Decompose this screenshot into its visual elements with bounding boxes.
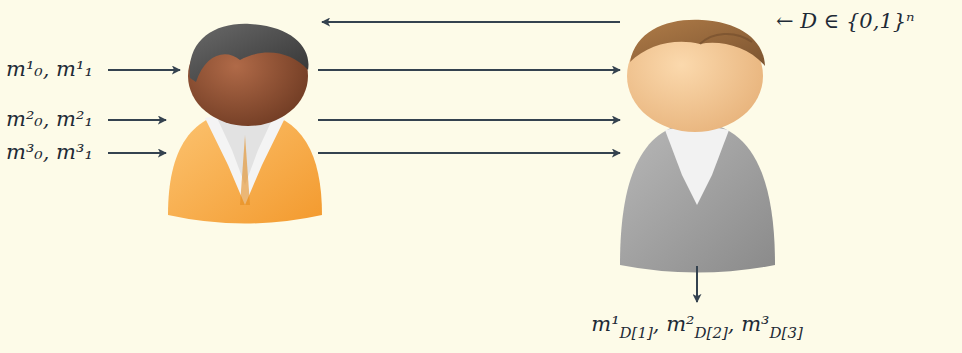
choice-subscript: D[1]: [620, 324, 653, 342]
output-message: , m²: [653, 312, 695, 336]
message-arrows: [108, 22, 697, 302]
output-message: , m³: [728, 312, 770, 336]
message-pair: m¹₀, m¹₁: [6, 57, 93, 81]
sender-figure: [168, 24, 322, 224]
choice-bits: ← D ∈ {0,1}ⁿ: [776, 9, 915, 33]
receiver-figure: [620, 20, 775, 273]
message-pair: m²₀, m²₁: [6, 107, 93, 131]
choice-subscript: D[2]: [695, 324, 728, 342]
received-messages: m¹D[1], m²D[2], m³D[3]: [591, 312, 803, 345]
choice-subscript: D[3]: [770, 324, 803, 342]
message-pair: m³₀, m³₁: [6, 140, 93, 164]
output-message: m¹: [591, 312, 619, 336]
